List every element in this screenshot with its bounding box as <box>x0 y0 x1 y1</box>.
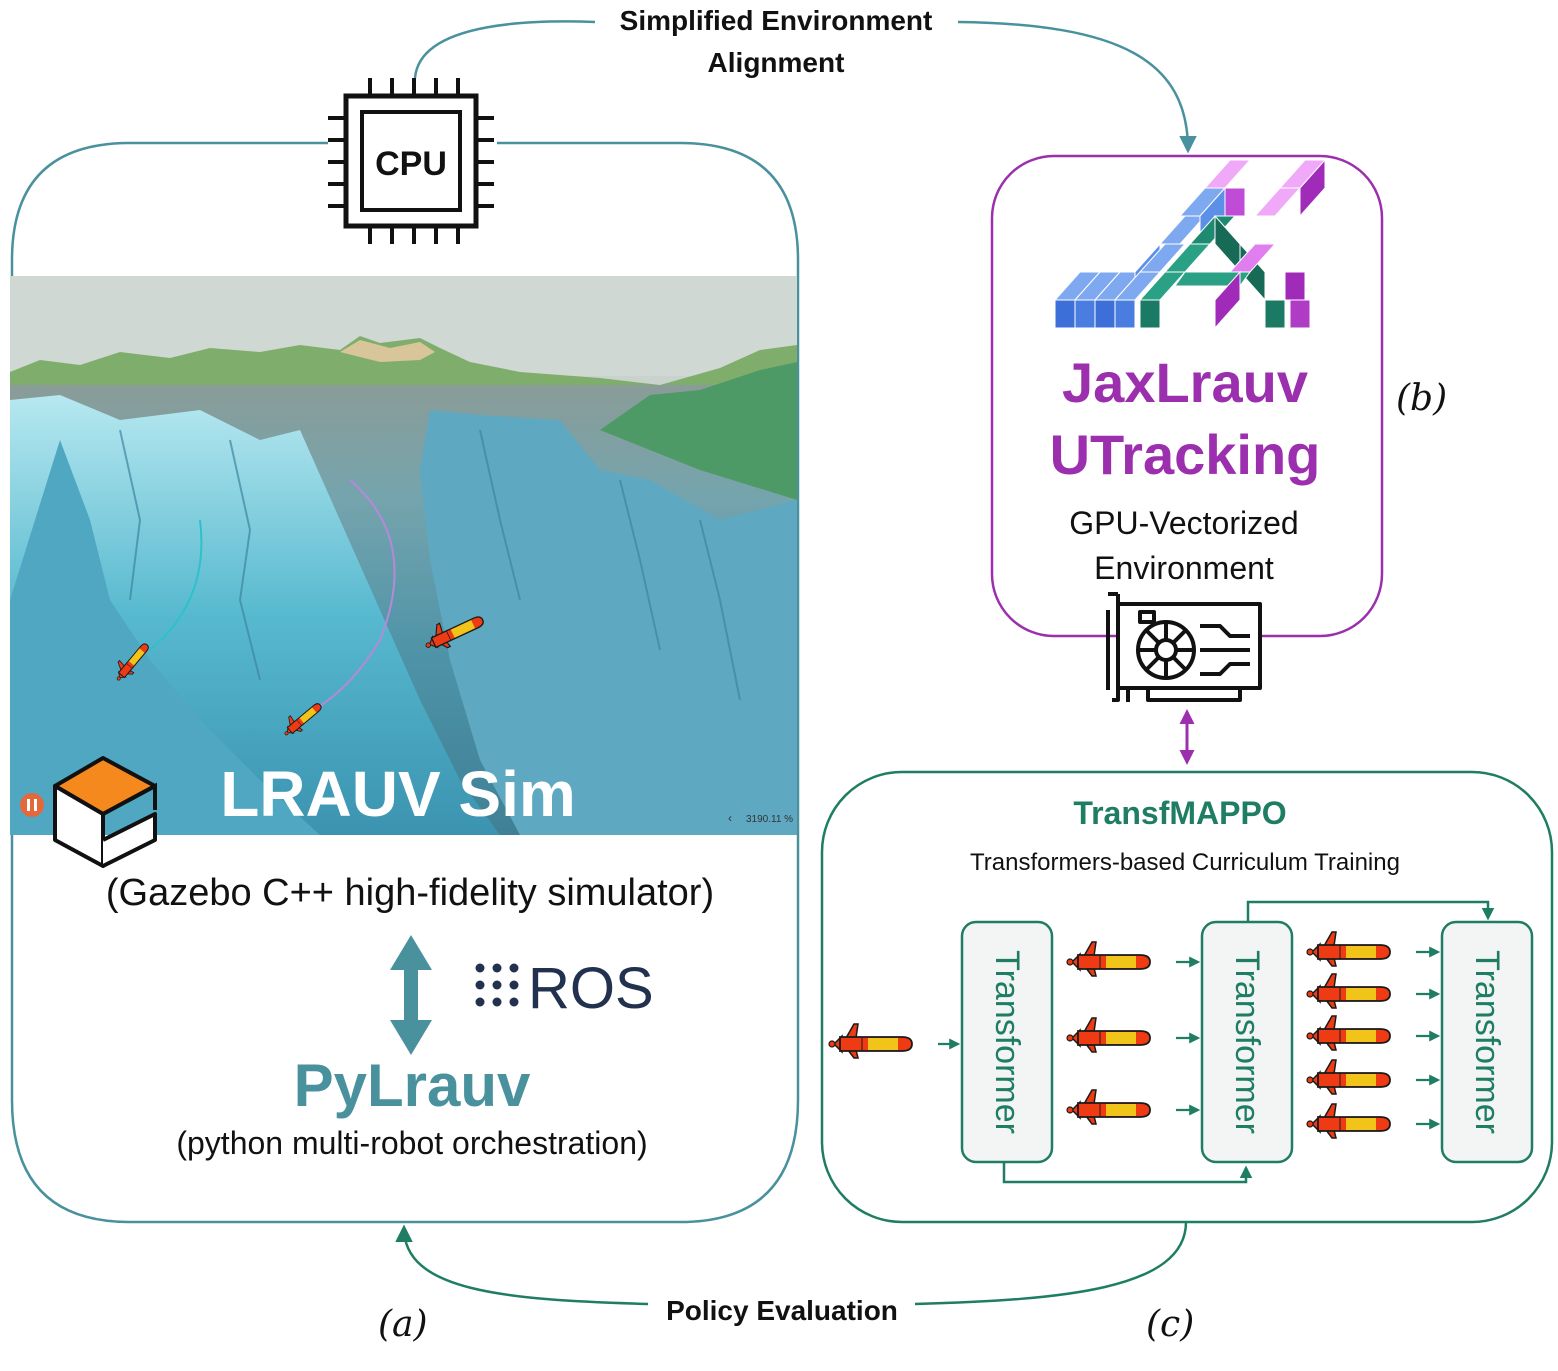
alignment-label-line2: Alignment <box>708 47 845 78</box>
alignment-arrow <box>413 20 596 79</box>
transformer-label-1: Transformer <box>988 950 1026 1134</box>
pylrauv-title: PyLrauv <box>294 1052 531 1119</box>
jax-logo-icon <box>1053 158 1327 330</box>
jaxlrauv-title: JaxLrauv <box>1062 351 1308 414</box>
auv-agent <box>1306 1015 1391 1051</box>
gpu-env-subtitle-line1: GPU-Vectorized <box>1069 505 1298 541</box>
gpu-env-subtitle-line2: Environment <box>1094 550 1274 586</box>
sim-subtitle: (Gazebo C++ high-fidelity simulator) <box>106 872 714 914</box>
panel-b-tag: (b) <box>1396 378 1447 419</box>
auv-agent <box>1306 973 1391 1009</box>
auv-agent <box>1306 931 1391 967</box>
transformer-label-3: Transformer <box>1468 950 1506 1134</box>
auv-agent <box>1066 1089 1151 1125</box>
auv-agent <box>1306 1059 1391 1095</box>
viewport-zoom: 3190.11 % <box>746 814 793 825</box>
sim-pylrauv-double-arrow <box>390 935 432 1055</box>
transformer-label-2: Transformer <box>1228 950 1266 1134</box>
auv-agents <box>828 931 1391 1139</box>
cpu-chip-label: CPU <box>375 145 447 183</box>
auv-agent <box>1066 941 1151 977</box>
skip-connection-1 <box>1002 1162 1253 1184</box>
simulation-viewport: ‹ 3190.11 % <box>10 276 797 835</box>
transformer-block-1 <box>960 920 1054 1164</box>
transfmappo-title: TransfMAPPO <box>1073 795 1286 831</box>
transformer-block-3 <box>1440 920 1534 1164</box>
panel-a-frame <box>10 141 800 1224</box>
gazebo-logo-icon <box>53 756 157 868</box>
agent-input-arrows <box>938 946 1441 1130</box>
auv-agent <box>1066 1017 1151 1053</box>
auv-agent <box>1306 1103 1391 1139</box>
policy-evaluation-arrow <box>914 1221 1188 1306</box>
panel-c-tag: (c) <box>1146 1304 1194 1345</box>
gpu-card-icon <box>1106 592 1262 702</box>
policy-evaluation-label: Policy Evaluation <box>666 1295 898 1326</box>
utracking-title: UTracking <box>1050 423 1321 486</box>
alignment-label-line1: Simplified Environment <box>620 5 933 36</box>
alignment-arrow-head <box>957 20 1197 154</box>
transfmappo-subtitle: Transformers-based Curriculum Training <box>970 849 1400 876</box>
pylrauv-subtitle: (python multi-robot orchestration) <box>176 1125 647 1161</box>
ros-dots-icon <box>475 963 519 1007</box>
policy-evaluation-arrow-head <box>395 1224 649 1306</box>
ros-label: ROS <box>528 956 654 1021</box>
auv-agent <box>828 1023 913 1059</box>
panel-a-tag: (a) <box>378 1304 428 1345</box>
sim-title: LRAUV Sim <box>220 758 576 830</box>
skip-connection-2 <box>1246 900 1495 922</box>
cpu-chip-icon: CPU <box>328 78 494 244</box>
viewport-nav[interactable]: ‹ <box>728 811 732 825</box>
